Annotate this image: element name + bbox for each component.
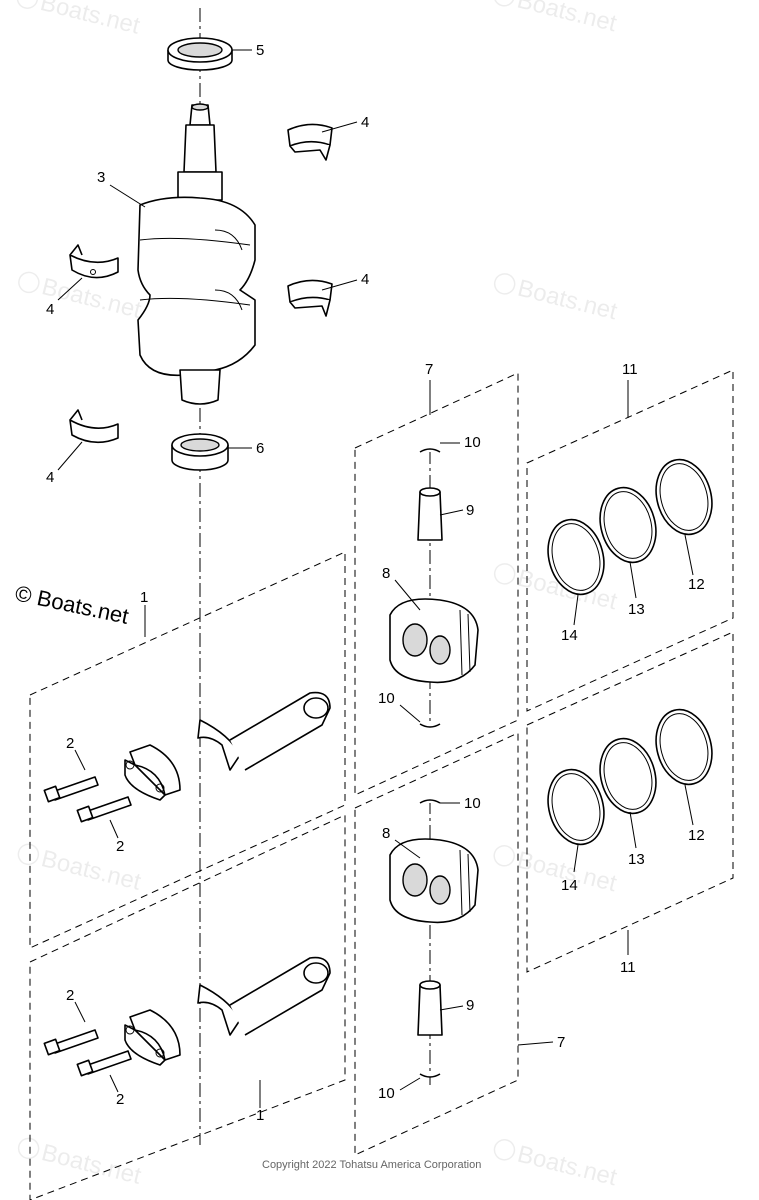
ring-group-box-lower: [526, 631, 734, 973]
callout-3: 3: [97, 169, 105, 186]
bearing-shell: [287, 123, 333, 161]
watermark: Boats.net: [17, 843, 144, 896]
conrod-group-box-upper: [29, 551, 346, 949]
watermark: Boats.net: [493, 0, 620, 37]
piston-rings-upper: [547, 458, 713, 596]
bearing-shell: [69, 244, 119, 279]
callout-12: 12: [688, 827, 705, 844]
crankshaft: [137, 103, 256, 405]
svg-text:Boats.net: Boats.net: [515, 1141, 620, 1192]
piston-group-box-upper: [354, 372, 519, 796]
callout-7: 7: [425, 361, 433, 378]
callout-1: 1: [256, 1107, 264, 1124]
ring-group-box-upper: [526, 369, 734, 712]
bearing-shell: [287, 279, 333, 317]
callout-4: 4: [361, 114, 369, 131]
watermark: Boats.net: [493, 273, 620, 326]
callout-10: 10: [464, 795, 481, 812]
watermark: Boats.net: [16, 0, 143, 40]
conrod-group-box-lower: [29, 814, 346, 1200]
callout-7: 7: [557, 1034, 565, 1051]
piston-lower: [389, 799, 479, 1085]
callout-5: 5: [256, 42, 264, 59]
callout-2: 2: [116, 1091, 124, 1108]
svg-text:Boats.net: Boats.net: [39, 1139, 144, 1190]
bearings: [69, 123, 333, 444]
watermark: Boats.net: [493, 1139, 620, 1192]
callout-10: 10: [378, 1085, 395, 1102]
callout-6: 6: [256, 440, 264, 457]
copyright-notice: Copyright 2022 Tohatsu America Corporati…: [262, 1159, 481, 1171]
piston-group-box-lower: [354, 732, 519, 1156]
callout-8: 8: [382, 565, 390, 582]
callout-10: 10: [464, 434, 481, 451]
callout-2: 2: [66, 987, 74, 1004]
watermark: Boats.net: [493, 845, 620, 897]
callout-14: 14: [561, 627, 578, 644]
watermark: Boats.net: [17, 1137, 144, 1190]
callout-4: 4: [46, 469, 54, 486]
callout-13: 13: [628, 851, 645, 868]
piston-upper: [389, 448, 479, 728]
leader-lines: [57, 49, 694, 1108]
bearing-shell: [69, 409, 119, 444]
svg-text:Boats.net: Boats.net: [38, 0, 143, 40]
callout-2: 2: [66, 735, 74, 752]
svg-text:Boats.net: Boats.net: [39, 845, 144, 896]
callout-1: 1: [140, 589, 148, 606]
callout-4: 4: [46, 301, 54, 318]
connecting-rod-upper: [43, 691, 331, 823]
callout-10: 10: [378, 690, 395, 707]
callout-8: 8: [382, 825, 390, 842]
watermark: Boats.net: [18, 271, 144, 324]
callout-11: 11: [620, 959, 636, 976]
connecting-rod-lower: [43, 956, 331, 1077]
brand-watermark: © Boats.net: [13, 580, 131, 628]
callout-4: 4: [361, 271, 369, 288]
callout-12: 12: [688, 576, 705, 593]
callout-labels: 5 4 3 4 4 6 4 7 11 10 9 8 1 12 13 14 10 …: [46, 42, 705, 1124]
svg-text:Boats.net: Boats.net: [39, 273, 144, 324]
upper-oil-seal: [167, 37, 233, 71]
svg-text:Boats.net: Boats.net: [514, 0, 619, 37]
callout-2: 2: [116, 838, 124, 855]
callout-11: 11: [622, 361, 638, 378]
lower-oil-seal: [171, 433, 229, 471]
svg-text:Boats.net: Boats.net: [515, 275, 620, 326]
callout-9: 9: [466, 502, 474, 519]
callout-13: 13: [628, 601, 645, 618]
piston-rings-lower: [547, 708, 713, 846]
group-boxes: [29, 369, 734, 1200]
callout-9: 9: [466, 997, 474, 1014]
callout-14: 14: [561, 877, 578, 894]
